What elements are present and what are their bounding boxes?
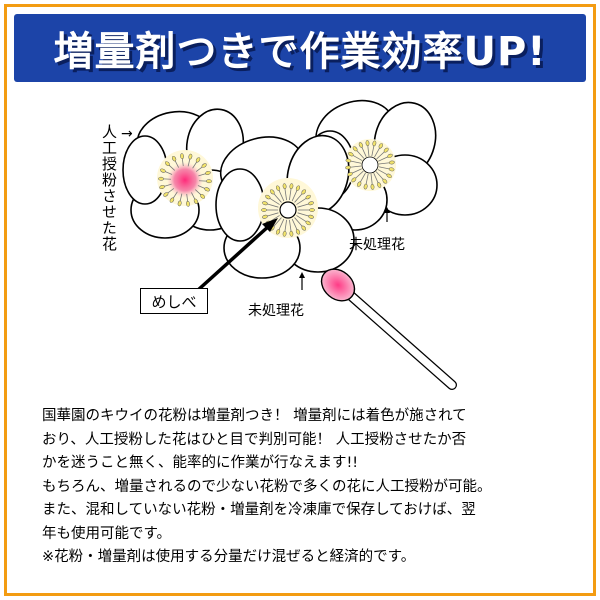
stamen-anther: [351, 177, 357, 183]
description-line: おり、人工授粉した花はひと目で判別可能！ 人工授粉させたか否: [42, 431, 467, 448]
untreated-flower-center-label: 未処理花: [248, 303, 304, 319]
stamen-anther: [164, 161, 170, 167]
stamen-anther: [301, 225, 307, 231]
stamen-anther: [262, 201, 268, 206]
description-line: また、混和していない花粉・増量剤を冷凍庫で保存しておけば、翌: [42, 502, 476, 518]
stamen-anther: [352, 146, 358, 152]
stamen-anther: [282, 183, 287, 190]
banner-title: 増量剤つきで作業効率UP!: [53, 29, 547, 75]
stamen-anther: [289, 183, 294, 190]
stamen-anther: [160, 168, 166, 173]
stamen-anther: [265, 194, 271, 200]
stamen-anther: [193, 198, 199, 205]
stamen-anther: [262, 214, 268, 219]
untreated-flower-right-label: 未処理花: [349, 237, 405, 253]
stamen-anther: [269, 189, 275, 195]
stamen-anther: [282, 230, 287, 237]
stamen-anther: [357, 181, 362, 187]
stamen-anther: [308, 201, 314, 206]
right-arrow-icon: →: [121, 126, 133, 142]
stamen-anther: [186, 200, 190, 207]
description-line: 国華園のキウイの花粉は増量剤つき！ 増量剤には着色が施されて: [42, 408, 467, 424]
stamen-anther: [309, 208, 315, 212]
stamen-anther: [348, 152, 354, 157]
stamen-anther: [363, 183, 368, 190]
stamen-anther: [158, 176, 164, 181]
stamen-anther: [383, 147, 389, 153]
stamen-anther: [308, 214, 314, 219]
stamen-anther: [159, 185, 165, 190]
stamen-anther: [345, 158, 352, 163]
stamen-anther: [389, 160, 395, 165]
cotton-swab: [320, 268, 457, 390]
right-flower-stamens: [361, 156, 379, 174]
stamen-anther: [289, 230, 294, 237]
stamen-anther: [205, 170, 211, 175]
stamen-anther: [305, 220, 311, 226]
stamen-anther: [275, 185, 281, 191]
description-line: 年も使用可能です。: [42, 525, 172, 542]
stamen-anther: [377, 182, 382, 188]
pollinated-flower: [122, 108, 245, 239]
page-frame: [4, 4, 596, 596]
stamen-anther: [275, 229, 281, 235]
stamen-anther: [171, 155, 177, 162]
stamen-anther: [200, 193, 206, 199]
stamen-anther: [345, 165, 351, 170]
stamen-anther: [261, 208, 267, 212]
stamen-anther: [365, 140, 370, 146]
stamen-anther: [358, 142, 363, 148]
stamen-anther: [301, 189, 307, 195]
pistil-center: [279, 201, 297, 219]
stamen-anther: [370, 184, 375, 190]
stamen-anther: [386, 173, 392, 178]
stamen-anther: [204, 187, 210, 192]
stamen-anther: [378, 143, 383, 149]
stamen-anther: [188, 153, 193, 160]
stamen-anther: [387, 153, 393, 158]
stamen-anther: [163, 192, 169, 197]
pistil-label: めしべ: [140, 288, 208, 314]
description-line: かを迷うこと無く、能率的に作業が行なえます!!: [42, 455, 359, 471]
stamen-anther: [347, 172, 353, 177]
stamen-cluster: [345, 140, 395, 190]
stamen-anther: [382, 178, 388, 184]
stamen-anther: [305, 194, 311, 200]
description-line: ※花粉・増量剤は使用する分量だけ混ぜると経済的です。: [42, 549, 416, 565]
title-banner: 増量剤つきで作業効率UP!: [14, 14, 586, 82]
stamen-anther: [372, 140, 377, 147]
stamen-cluster: [158, 153, 212, 207]
description-line: もちろん、増量されるので少ない花粉で多くの花に人工授粉が可能。: [42, 478, 492, 495]
stamen-anther: [169, 197, 175, 203]
stamen-anther: [388, 167, 395, 172]
description-text: 国華園のキウイの花粉は増量剤つき！ 増量剤には着色が施されて おり、人工授粉した…: [42, 405, 572, 570]
pollinated-flower-label: 人工授粉させた花: [100, 124, 118, 252]
stamen-anther: [201, 163, 207, 168]
pistil-arrowhead: [262, 218, 278, 232]
stamen-anther: [177, 200, 182, 207]
stamen-anther: [295, 229, 301, 235]
stamen-anther: [295, 185, 301, 191]
pistil-pointer-arrow: [196, 223, 272, 292]
stamen-anther: [206, 179, 212, 184]
stamen-anther: [195, 157, 201, 163]
stamen-anther: [180, 153, 184, 160]
